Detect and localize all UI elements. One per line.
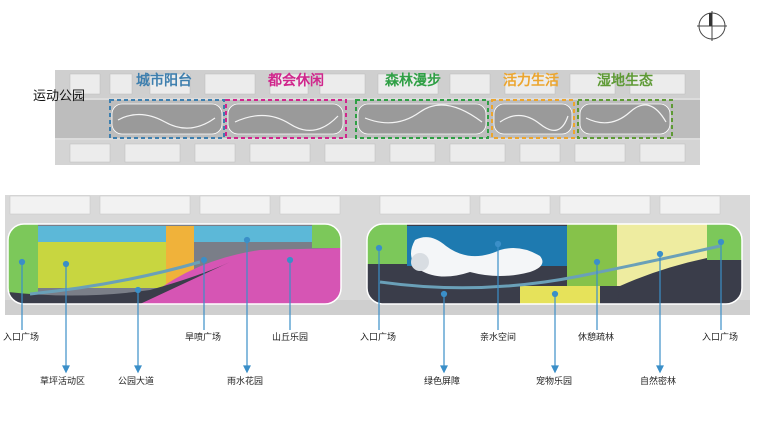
zone-frames xyxy=(109,99,673,139)
area-pet-park xyxy=(520,286,600,304)
zone-frame-wetland xyxy=(577,99,673,139)
left-park xyxy=(8,224,341,304)
callout-pet-park: 宠物乐园 xyxy=(536,377,573,387)
callout-lawn-activity: 草坪活动区 xyxy=(40,377,86,387)
zone-frame-city-balcony xyxy=(109,99,225,139)
area-blue-strip-left xyxy=(38,226,166,242)
area-green-screen-left xyxy=(367,224,407,264)
zone-label-vital-life: 活力生活 xyxy=(503,73,559,89)
area-park-avenue-dark xyxy=(8,262,230,304)
callout-leaders xyxy=(18,236,725,374)
zone-frame-vital-life xyxy=(491,99,575,139)
callout-entrance-plaza-3: 入口广场 xyxy=(702,333,739,343)
north-compass-icon xyxy=(697,11,727,41)
area-lawn-activity xyxy=(38,242,168,288)
callout-rain-garden: 雨水花园 xyxy=(227,377,264,387)
zone-frame-urban-leisure xyxy=(225,99,347,139)
callout-park-avenue: 公园大道 xyxy=(118,377,155,387)
aerial-site-strip xyxy=(55,70,700,165)
zone-label-wetland: 湿地生态 xyxy=(597,73,653,89)
callout-entrance-plaza-1: 入口广场 xyxy=(3,333,40,343)
callout-hill-paradise: 山丘乐园 xyxy=(272,333,309,343)
callout-natural-forest: 自然密林 xyxy=(640,377,677,387)
park-title: 运动公园 xyxy=(33,89,86,104)
zone-label-urban-leisure: 都会休闲 xyxy=(268,73,324,89)
zone-label-forest-walk: 森林漫步 xyxy=(385,73,441,89)
callout-green-screen: 绿色屏障 xyxy=(424,377,461,387)
callout-waterfront: 亲水空间 xyxy=(480,333,517,343)
callout-dry-fountain: 旱喷广场 xyxy=(185,333,222,343)
callout-rest-woodland: 休憩疏林 xyxy=(578,333,615,343)
right-park xyxy=(367,224,742,304)
zone-frame-forest-walk xyxy=(355,99,489,139)
area-entrance-right xyxy=(707,224,742,260)
zone-label-city-balcony: 城市阳台 xyxy=(136,73,192,89)
callout-entrance-plaza-2: 入口广场 xyxy=(360,333,397,343)
area-waterfront-white xyxy=(411,237,543,277)
area-blue-strip-right xyxy=(194,226,312,242)
